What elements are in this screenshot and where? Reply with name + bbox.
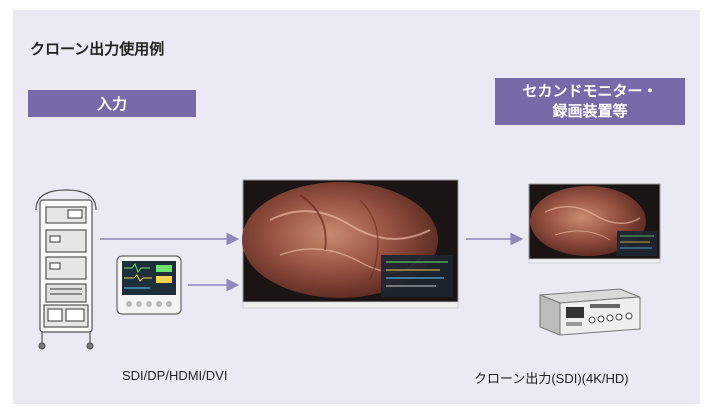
main-monitor-icon: [242, 179, 459, 309]
input-caption: SDI/DP/HDMI/DVI: [122, 368, 228, 383]
diagram-title: クローン出力使用例: [30, 41, 165, 58]
output-label-line1: セカンドモニター・: [522, 82, 658, 100]
output-label-bar: セカンドモニター・ 録画装置等: [495, 78, 685, 125]
input-label: 入力: [96, 96, 127, 113]
patient-monitor-icon: [116, 255, 182, 315]
output-label-line2: 録画装置等: [552, 102, 628, 120]
recorder-icon: [539, 288, 641, 336]
input-label-bar: 入力: [28, 90, 196, 117]
second-monitor-icon: [528, 183, 661, 264]
endoscope-tower-icon: [35, 189, 97, 350]
output-caption: クローン出力(SDI)(4K/HD): [474, 371, 629, 386]
